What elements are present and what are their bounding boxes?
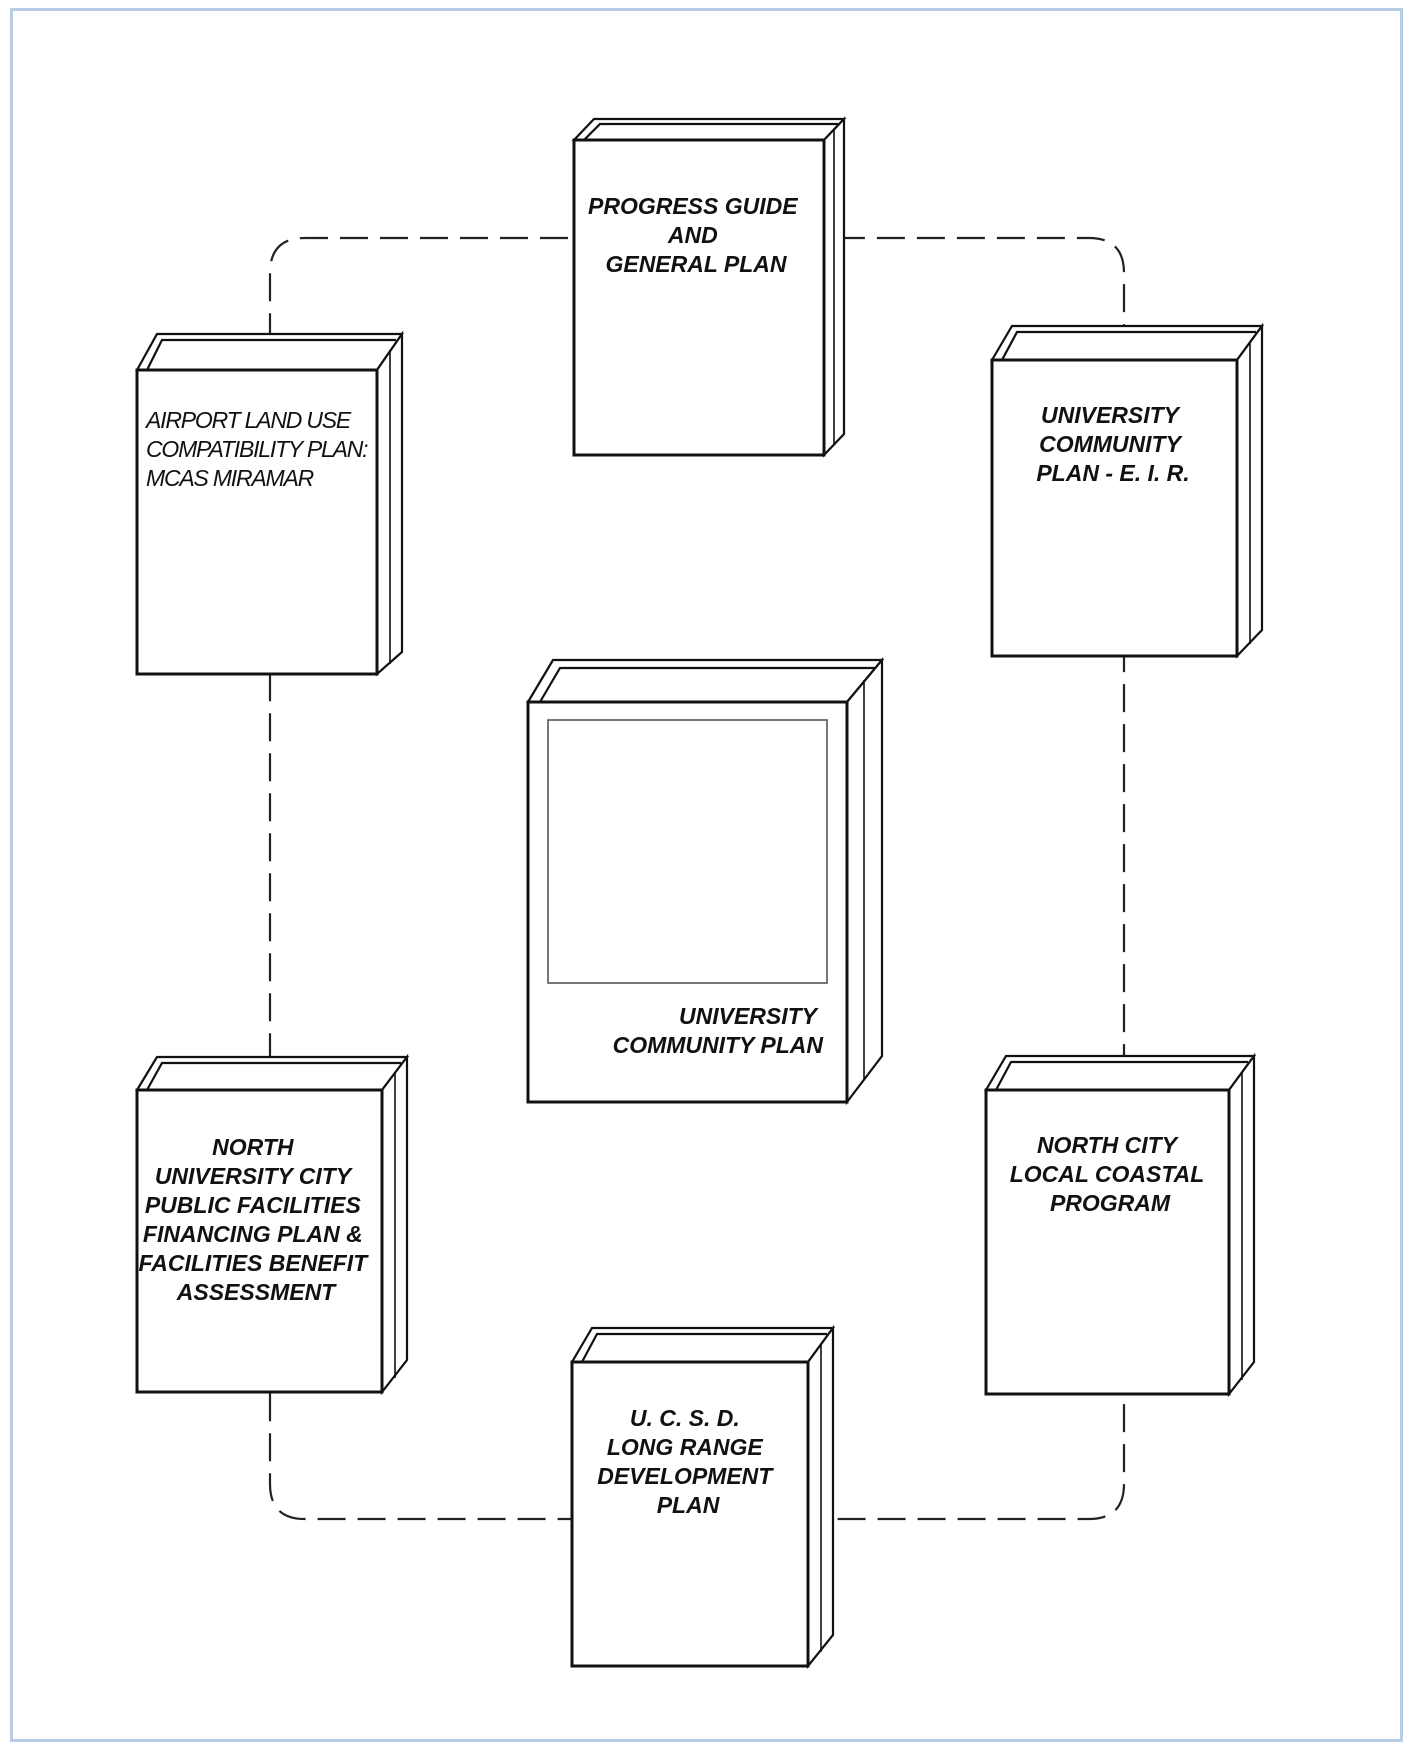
book-title-line: COMMUNITY PLAN — [613, 1032, 824, 1058]
book-title-line: PUBLIC FACILITIES — [145, 1192, 362, 1218]
book-university-community-plan: UNIVERSITY COMMUNITY PLAN — [526, 656, 885, 1106]
svg-text:AIRPORT LAND USE COMPATI: AIRPORT LAND USE COMPATIBILITY PLAN: MCA… — [144, 407, 373, 491]
svg-text:U. C. S. D. LONG RANGE: U. C. S. D. LONG RANGE DEVELOPMENT PLAN — [597, 1405, 778, 1518]
book-title-line: NORTH CITY — [1037, 1132, 1180, 1158]
book-ucsd-long-range-plan: U. C. S. D. LONG RANGE DEVELOPMENT PLAN — [570, 1324, 836, 1670]
book-title-line: DEVELOPMENT — [597, 1463, 774, 1489]
book-title-line: PROGRAM — [1050, 1190, 1171, 1216]
svg-text:NORTH CITY LOCAL COASTAL: NORTH CITY LOCAL COASTAL PROGRAM — [1010, 1132, 1211, 1216]
book-local-coastal-program: NORTH CITY LOCAL COASTAL PROGRAM — [984, 1052, 1257, 1398]
svg-text:UNIVERSITY COMMUNITY: UNIVERSITY COMMUNITY PLAN - E. I. R. — [1036, 402, 1189, 486]
book-title-line: LONG RANGE — [607, 1434, 764, 1460]
svg-text:NORTH UNIVERSITY CITY: NORTH UNIVERSITY CITY PUBLIC FACILITIES … — [138, 1134, 373, 1305]
book-title-line: FINANCING PLAN & — [143, 1221, 363, 1247]
svg-text:UNIVERSITY COMMUNITY PLA: UNIVERSITY COMMUNITY PLAN — [613, 1003, 824, 1058]
book-progress-guide: PROGRESS GUIDE AND GENERAL PLAN — [571, 116, 847, 458]
book-title-line: PROGRESS GUIDE — [588, 193, 798, 219]
book-title-line: PLAN — [657, 1492, 720, 1518]
book-title-line: NORTH — [212, 1134, 294, 1160]
book-title-line: UNIVERSITY CITY — [155, 1163, 354, 1189]
cover-image-placeholder — [547, 719, 828, 984]
book-airport-land-use: AIRPORT LAND USE COMPATIBILITY PLAN: MCA… — [135, 330, 405, 677]
book-title-line: COMMUNITY — [1039, 431, 1183, 457]
book-title-line: AIRPORT LAND USE — [144, 407, 352, 433]
book-title-line: MCAS MIRAMAR — [146, 465, 314, 491]
book-title-line: UNIVERSITY — [679, 1003, 820, 1029]
book-title-line: LOCAL COASTAL — [1010, 1161, 1204, 1187]
svg-text:PROGRESS GUIDE AND: PROGRESS GUIDE AND GENERAL PLAN — [588, 193, 804, 277]
book-title-line: GENERAL PLAN — [605, 251, 786, 277]
book-title-line: PLAN - E. I. R. — [1036, 460, 1189, 486]
book-title-line: COMPATIBILITY PLAN: — [146, 436, 368, 462]
book-title-line: UNIVERSITY — [1041, 402, 1182, 428]
book-title-line: ASSESSMENT — [176, 1279, 337, 1305]
book-community-plan-eir: UNIVERSITY COMMUNITY PLAN - E. I. R. — [990, 322, 1265, 659]
book-public-facilities-financing: NORTH UNIVERSITY CITY PUBLIC FACILITIES … — [135, 1053, 410, 1396]
book-title-line: AND — [667, 222, 718, 248]
book-title-line: U. C. S. D. — [630, 1405, 740, 1431]
book-title-line: FACILITIES BENEFIT — [138, 1250, 369, 1276]
